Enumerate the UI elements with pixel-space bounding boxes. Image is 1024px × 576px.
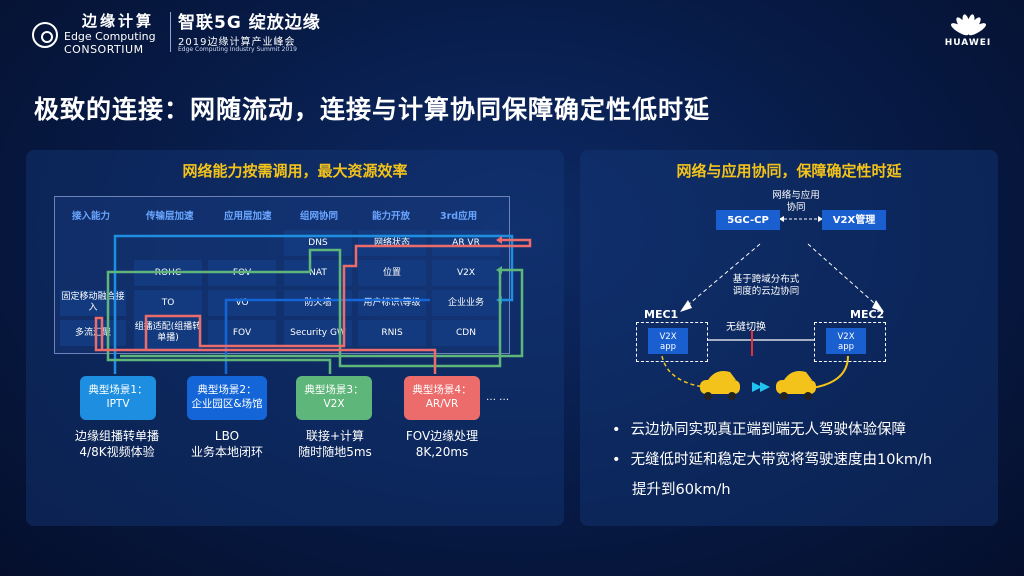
col-header-transport: 传输层加速 [146,211,194,222]
gear-icon [32,22,58,48]
cell-enterprise: 企业业务 [432,290,500,316]
cell-ar-vr: AR VR [432,230,500,256]
mec1-label: MEC1 [644,308,679,321]
col-header-access: 接入能力 [72,211,111,222]
cell-cdn: CDN [432,320,500,346]
cell-location: 位置 [358,260,426,286]
scene-2-label: 典型场景2： 企业园区&场馆 [191,384,263,410]
scene-2-enterprise: 典型场景2： 企业园区&场馆 [187,376,267,420]
slide-title: 极致的连接：网随流动，连接与计算协同保障确定性低时延 [34,95,711,124]
col-header-apps: 3rd应用 [440,211,478,222]
header-divider [170,12,171,52]
flow-line-green [106,248,502,374]
right-panel-title: 网络与应用协同，保障确定性时延 [676,162,902,180]
cell-v2x: V2X [432,260,500,286]
org-name-en-2: CONSORTIUM [64,43,144,56]
cell-to: TO [134,290,202,316]
cell-network-status: 网络状态 [358,230,426,256]
left-panel-title: 网络能力按需调用，最大资源效率 [182,162,408,180]
edge-computing-logo: 边缘计算 Edge Computing CONSORTIUM [30,8,170,56]
cell-fov-2: FOV [208,320,276,346]
scene-3-desc: 联接+计算 随时随地5ms [298,429,372,459]
col-header-capability: 能力开放 [372,211,411,222]
flow-line-blue [113,234,514,374]
flow-line-green-2 [120,268,524,358]
mec2-label: MEC2 [850,308,885,321]
coop-label: 网络与应用 协同 [772,190,820,213]
bullet-2: 无缝低时延和稳定大带宽将驾驶速度由10km/h [612,446,933,474]
arrow-right-icon [752,382,770,392]
brand-name: HUAWEI [944,38,992,48]
cell-user-id: 用户标识\等级 [358,290,426,316]
cell-rnis: RNIS [358,320,426,346]
more-scenes: … … [486,392,510,403]
org-name-cn: 边缘计算 [82,12,155,30]
arrow-head-red [496,236,502,244]
mec2-box [814,322,886,362]
bullet-2-cont: 提升到60km/h [632,482,731,498]
huawei-logo: HUAWEI [938,8,998,56]
col-header-app-accel: 应用层加速 [224,211,272,222]
scene-1-iptv: 典型场景1： IPTV [80,376,156,420]
cell-vo: VO [208,290,276,316]
scene-3-label: 典型场景3： V2X [304,384,364,410]
scene-1-label: 典型场景1： IPTV [88,384,148,410]
car-icon-2 [776,371,816,400]
scene-4-desc: FOV边缘处理 8K,20ms [405,429,479,459]
scene-4-label: 典型场景4： AR/VR [412,384,472,410]
arrow-head-green [496,266,502,274]
v2x-mgmt-box: V2X管理 [822,210,886,230]
org-name-en-1: Edge Computing [64,30,156,43]
car-icon-1 [700,371,740,400]
scene-4-ar-vr: 典型场景4： AR/VR [404,376,480,420]
summit-subtitle: 2019边缘计算产业峰会 [178,37,296,48]
handover-label: 无缝切换 [726,322,766,333]
scene-3-v2x: 典型场景3： V2X [296,376,372,420]
mec2-v2x-app: V2X app [826,328,866,354]
distributed-label: 基于跨域分布式 调度的云边协同 [732,274,800,297]
summit-english: Edge Computing Industry Summit 2019 [178,46,297,53]
flow-line-red [94,238,532,374]
mec1-v2x-app: V2X app [648,328,688,354]
bullet-1: 云边协同实现真正端到端无人驾驶体验保障 [612,416,907,444]
summit-title: 智联5G 绽放边缘 [178,13,321,33]
scene-1-desc: 边缘组播转单播 4/8K视频体验 [74,429,159,459]
cp-box: 5GC-CP [716,210,780,230]
mec1-box [636,322,708,362]
scene-2-desc: LBO 业务本地闭环 [190,429,263,459]
col-header-networking: 组网协同 [300,211,339,222]
